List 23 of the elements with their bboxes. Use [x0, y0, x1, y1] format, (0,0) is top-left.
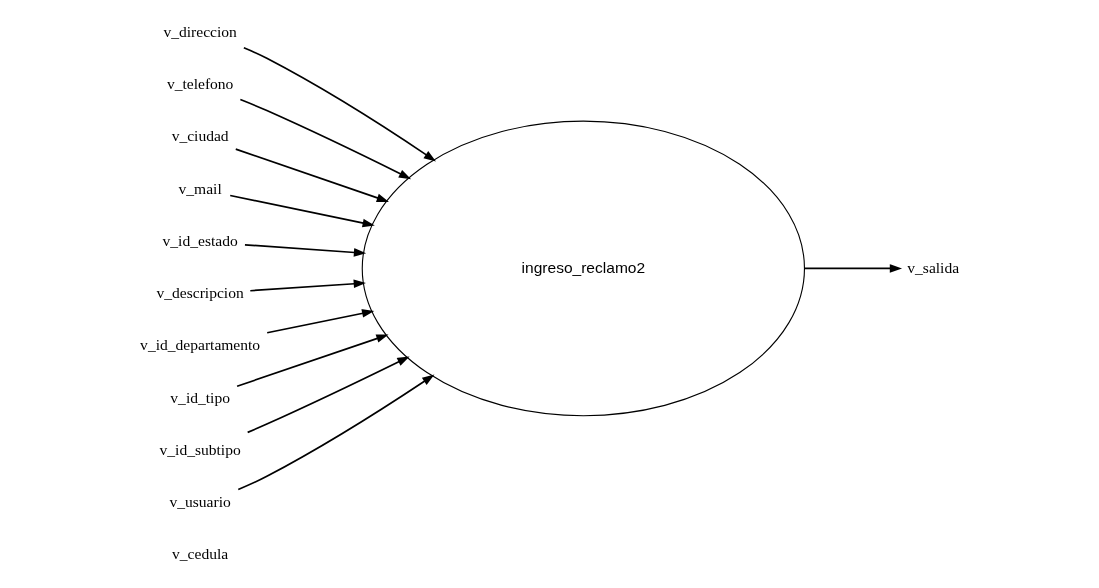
node-text: v_descripcion — [156, 284, 244, 302]
node-text: v_id_tipo — [169, 388, 230, 406]
arrow — [243, 243, 366, 257]
node-text: v_direccion — [162, 22, 237, 40]
node-text: v_id_departamento — [139, 336, 260, 354]
arrow — [234, 148, 389, 202]
arrow — [265, 309, 374, 334]
node-text: v_ciudad — [171, 127, 229, 145]
node-text: v_id_estado — [162, 231, 238, 249]
label: v_cedula — [171, 545, 228, 563]
arrow — [803, 264, 902, 273]
arrow — [242, 46, 436, 162]
arrow — [235, 334, 389, 388]
arrow — [228, 194, 375, 228]
node-text: v_telefono — [166, 75, 233, 93]
arrow — [246, 356, 410, 434]
node-text: v_salida — [906, 258, 959, 276]
node-text: v_id_subtipo — [159, 440, 241, 458]
node-text: v_mail — [178, 179, 222, 197]
arrow — [248, 279, 366, 292]
node-text: v_usuario — [168, 493, 231, 511]
arrow — [239, 98, 411, 180]
arrow — [236, 374, 434, 491]
